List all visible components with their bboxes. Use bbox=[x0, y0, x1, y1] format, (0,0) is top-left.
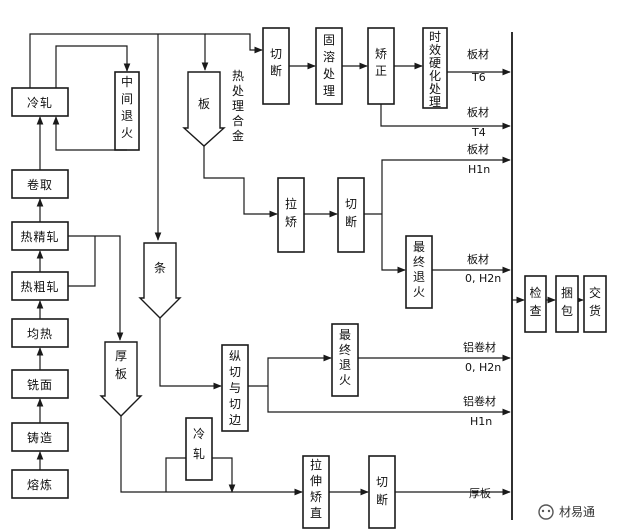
milling-box: 铣面 bbox=[11, 369, 69, 399]
watermark-text: 材易通 bbox=[559, 505, 595, 519]
strip-shape: 条 bbox=[138, 242, 182, 319]
output-1-temper: T6 bbox=[471, 71, 486, 84]
thick-plate-route-arrows bbox=[120, 416, 511, 496]
slitting-box: 纵切与切边 bbox=[221, 344, 249, 432]
intermediate-annealing-label: 中间退火 bbox=[121, 74, 133, 140]
intermediate-annealing-loop bbox=[52, 45, 131, 151]
output-3-label: 板材 bbox=[467, 142, 489, 156]
output-4-temper: 0, H2n bbox=[465, 272, 501, 285]
stretch-straightening-box: 拉伸矫直 bbox=[302, 455, 330, 529]
output-labels: 板材 T6 板材 T4 板材 H1n 板材 0, H2n 铝卷材 0, H2n … bbox=[463, 47, 501, 500]
sheet-label: 板 bbox=[198, 97, 210, 111]
output-2-label: 板材 bbox=[467, 105, 489, 119]
cold-rolling-2-box: 冷轧 bbox=[185, 417, 213, 481]
sheet-to-tension-line bbox=[203, 146, 278, 218]
aging-treatment-label: 时效硬化处理 bbox=[429, 30, 441, 109]
cutting-middle-label: 切断 bbox=[345, 197, 357, 229]
strip-route-arrows bbox=[248, 354, 511, 416]
stretch-straightening-label: 拉伸矫直 bbox=[310, 457, 322, 520]
output-2-temper: T4 bbox=[471, 126, 486, 139]
output-5-temper: 0, H2n bbox=[465, 361, 501, 374]
cold-rolling-label: 冷轧 bbox=[27, 96, 53, 110]
cutting-top-box: 切断 bbox=[262, 27, 290, 105]
sheet-shape: 板 bbox=[182, 71, 226, 147]
cutting-bottom-label: 切断 bbox=[376, 475, 388, 507]
milling-label: 铣面 bbox=[27, 378, 53, 392]
output-6-temper: H1n bbox=[470, 415, 492, 428]
top-row-arrows bbox=[289, 62, 511, 130]
delivery-box: 交货 bbox=[583, 275, 607, 333]
smelting-box: 熔炼 bbox=[11, 469, 69, 499]
soaking-label: 均热 bbox=[27, 327, 53, 341]
final-annealing-2-label: 最终退火 bbox=[339, 328, 351, 387]
soaking-box: 均热 bbox=[11, 318, 69, 348]
thick-plate-label: 厚板 bbox=[115, 349, 127, 381]
output-5-label: 铝卷材 bbox=[463, 340, 496, 354]
cold-rolling-2-label: 冷轧 bbox=[193, 427, 205, 461]
cutting-top-label: 切断 bbox=[270, 47, 282, 78]
thick-plate-shape: 厚板 bbox=[99, 341, 143, 417]
heat-treatable-alloy-label: 热处理合金 bbox=[232, 69, 244, 143]
aging-treatment-box: 时效硬化处理 bbox=[422, 27, 448, 109]
output-6-label: 铝卷材 bbox=[463, 394, 496, 408]
output-4-label: 板材 bbox=[467, 252, 489, 266]
delivery-label: 交货 bbox=[589, 285, 601, 318]
hot-finish-rolling-box: 热精轧 bbox=[11, 221, 69, 251]
watermark-logo-icon bbox=[538, 504, 554, 520]
packing-label: 捆包 bbox=[561, 286, 573, 318]
strip-label: 条 bbox=[154, 261, 166, 275]
casting-label: 铸造 bbox=[27, 430, 53, 445]
inspection-label: 检查 bbox=[529, 285, 541, 318]
hot-rough-rolling-label: 热粗轧 bbox=[20, 280, 59, 294]
packing-box: 捆包 bbox=[555, 275, 579, 333]
tension-straightening-label: 拉矫 bbox=[285, 196, 297, 229]
casting-box: 铸造 bbox=[11, 422, 69, 452]
inspection-box: 检查 bbox=[524, 275, 547, 333]
coiling-box: 卷取 bbox=[11, 169, 69, 199]
intermediate-annealing-box: 中间退火 bbox=[114, 71, 140, 151]
cutting-bottom-box: 切断 bbox=[368, 455, 396, 529]
output-1-label: 板材 bbox=[467, 47, 489, 61]
top-route-lines bbox=[29, 33, 263, 88]
smelting-label: 熔炼 bbox=[27, 477, 53, 492]
strip-to-slitting-line bbox=[159, 318, 222, 390]
coiling-label: 卷取 bbox=[27, 177, 53, 192]
solution-treatment-label: 固溶处理 bbox=[323, 33, 335, 98]
solution-treatment-box: 固溶处理 bbox=[315, 27, 343, 105]
hot-finish-rolling-label: 热精轧 bbox=[20, 230, 59, 244]
cutting-middle-box: 切断 bbox=[337, 177, 365, 253]
cold-rolling-box: 冷轧 bbox=[11, 87, 69, 117]
final-annealing-2-box: 最终退火 bbox=[331, 323, 359, 397]
watermark: 材易通 bbox=[538, 504, 595, 520]
output-7-label: 厚板 bbox=[469, 486, 491, 500]
middle-row-arrows bbox=[304, 156, 511, 274]
final-annealing-1-label: 最终退火 bbox=[413, 240, 425, 299]
straightening-box: 矫正 bbox=[367, 27, 395, 105]
tension-straightening-box: 拉矫 bbox=[277, 177, 305, 253]
slitting-label: 纵切与切边 bbox=[229, 349, 241, 427]
final-annealing-1-box: 最终退火 bbox=[405, 235, 433, 309]
hot-rough-rolling-box: 热粗轧 bbox=[11, 271, 69, 301]
hot-rolling-route-lines bbox=[68, 34, 162, 341]
output-3-temper: H1n bbox=[468, 163, 490, 176]
straightening-label: 矫正 bbox=[375, 46, 387, 78]
